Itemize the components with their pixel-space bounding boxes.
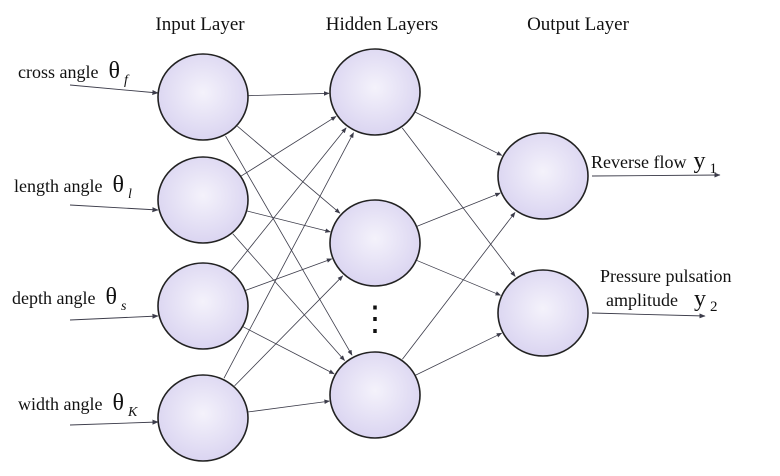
output-label-2-text: amplitude [606, 290, 678, 310]
input-node-2 [157, 156, 249, 244]
input-hidden-edge-2-2 [246, 210, 331, 233]
output-labels: Reverse flow y 1 Pressure pulsation ampl… [591, 148, 731, 315]
hidden-node-2 [329, 199, 421, 287]
input-node-3 [157, 262, 249, 350]
output-label-1: Reverse flow y 1 [591, 148, 717, 177]
output-arrow-1 [591, 172, 721, 178]
input-label-4-text: width angle [18, 394, 102, 414]
output-arrows [591, 172, 721, 319]
input-labels: cross angle θ f length angle θ l depth a… [12, 58, 138, 420]
input-label-4-symbol: θ [112, 390, 124, 416]
input-label-3-text: depth angle [12, 288, 95, 308]
output-node-2 [497, 269, 589, 357]
input-layer-title: Input Layer [155, 14, 245, 35]
hidden-output-edge-2-1 [416, 192, 501, 227]
input-label-3-symbol: θ [105, 284, 117, 310]
output-label-2-line1: Pressure pulsation [600, 266, 731, 286]
input-arrow-2 [69, 204, 159, 213]
nodes [157, 48, 589, 462]
output-layer-title: Output Layer [527, 14, 630, 35]
input-arrows [69, 84, 159, 426]
input-label-4: width angle θ K [18, 390, 138, 420]
input-label-1-symbol: θ [108, 58, 120, 84]
output-arrow-2 [591, 312, 706, 319]
hidden-output-edge-2-2 [416, 259, 502, 296]
hidden-ellipsis: ⋮ [358, 301, 392, 338]
input-hidden-edge-4-1 [223, 132, 354, 379]
input-arrow-1 [69, 84, 159, 95]
hidden-node-1 [329, 48, 421, 136]
input-hidden-edge-1-1 [247, 91, 330, 97]
input-hidden-edge-3-1 [230, 127, 347, 272]
output-label-2-subscript: 2 [710, 299, 718, 315]
output-label-1-text: Reverse flow [591, 152, 686, 172]
input-label-1: cross angle θ f [18, 58, 130, 88]
output-node-1 [497, 132, 589, 220]
input-arrow-4 [69, 419, 159, 426]
hidden-output-edge-3-1 [402, 212, 516, 360]
input-hidden-edge-4-3 [247, 399, 330, 413]
input-hidden-edge-2-1 [240, 116, 337, 177]
output-label-1-symbol: y [693, 148, 705, 174]
input-label-1-subscript: f [124, 73, 130, 88]
hidden-output-edge-1-2 [401, 127, 516, 277]
input-label-4-subscript: K [127, 405, 138, 420]
hidden-node-3 [329, 351, 421, 439]
input-arrow-3 [69, 313, 159, 321]
input-node-1 [157, 53, 249, 141]
input-node-4 [157, 374, 249, 462]
output-label-2-symbol: y [694, 286, 706, 312]
input-hidden-edge-3-3 [242, 326, 335, 375]
input-label-2-text: length angle [14, 176, 102, 196]
input-label-3-subscript: s [121, 299, 127, 314]
input-label-3: depth angle θ s [12, 284, 127, 314]
output-label-1-subscript: 1 [709, 161, 717, 177]
input-label-2: length angle θ l [14, 172, 132, 202]
input-label-2-symbol: θ [112, 172, 124, 198]
input-hidden-edge-1-2 [237, 125, 341, 214]
input-label-2-subscript: l [128, 187, 132, 202]
input-label-1-text: cross angle [18, 62, 98, 82]
input-hidden-edge-2-3 [232, 233, 345, 361]
hidden-output-edge-1-1 [415, 111, 503, 156]
hidden-layers-title: Hidden Layers [326, 14, 438, 35]
output-label-2-line2: amplitude y 2 [606, 286, 717, 315]
hidden-output-edge-3-2 [415, 332, 503, 376]
input-hidden-edge-3-2 [245, 258, 333, 291]
connections [223, 91, 516, 413]
input-hidden-edge-4-2 [234, 275, 344, 387]
